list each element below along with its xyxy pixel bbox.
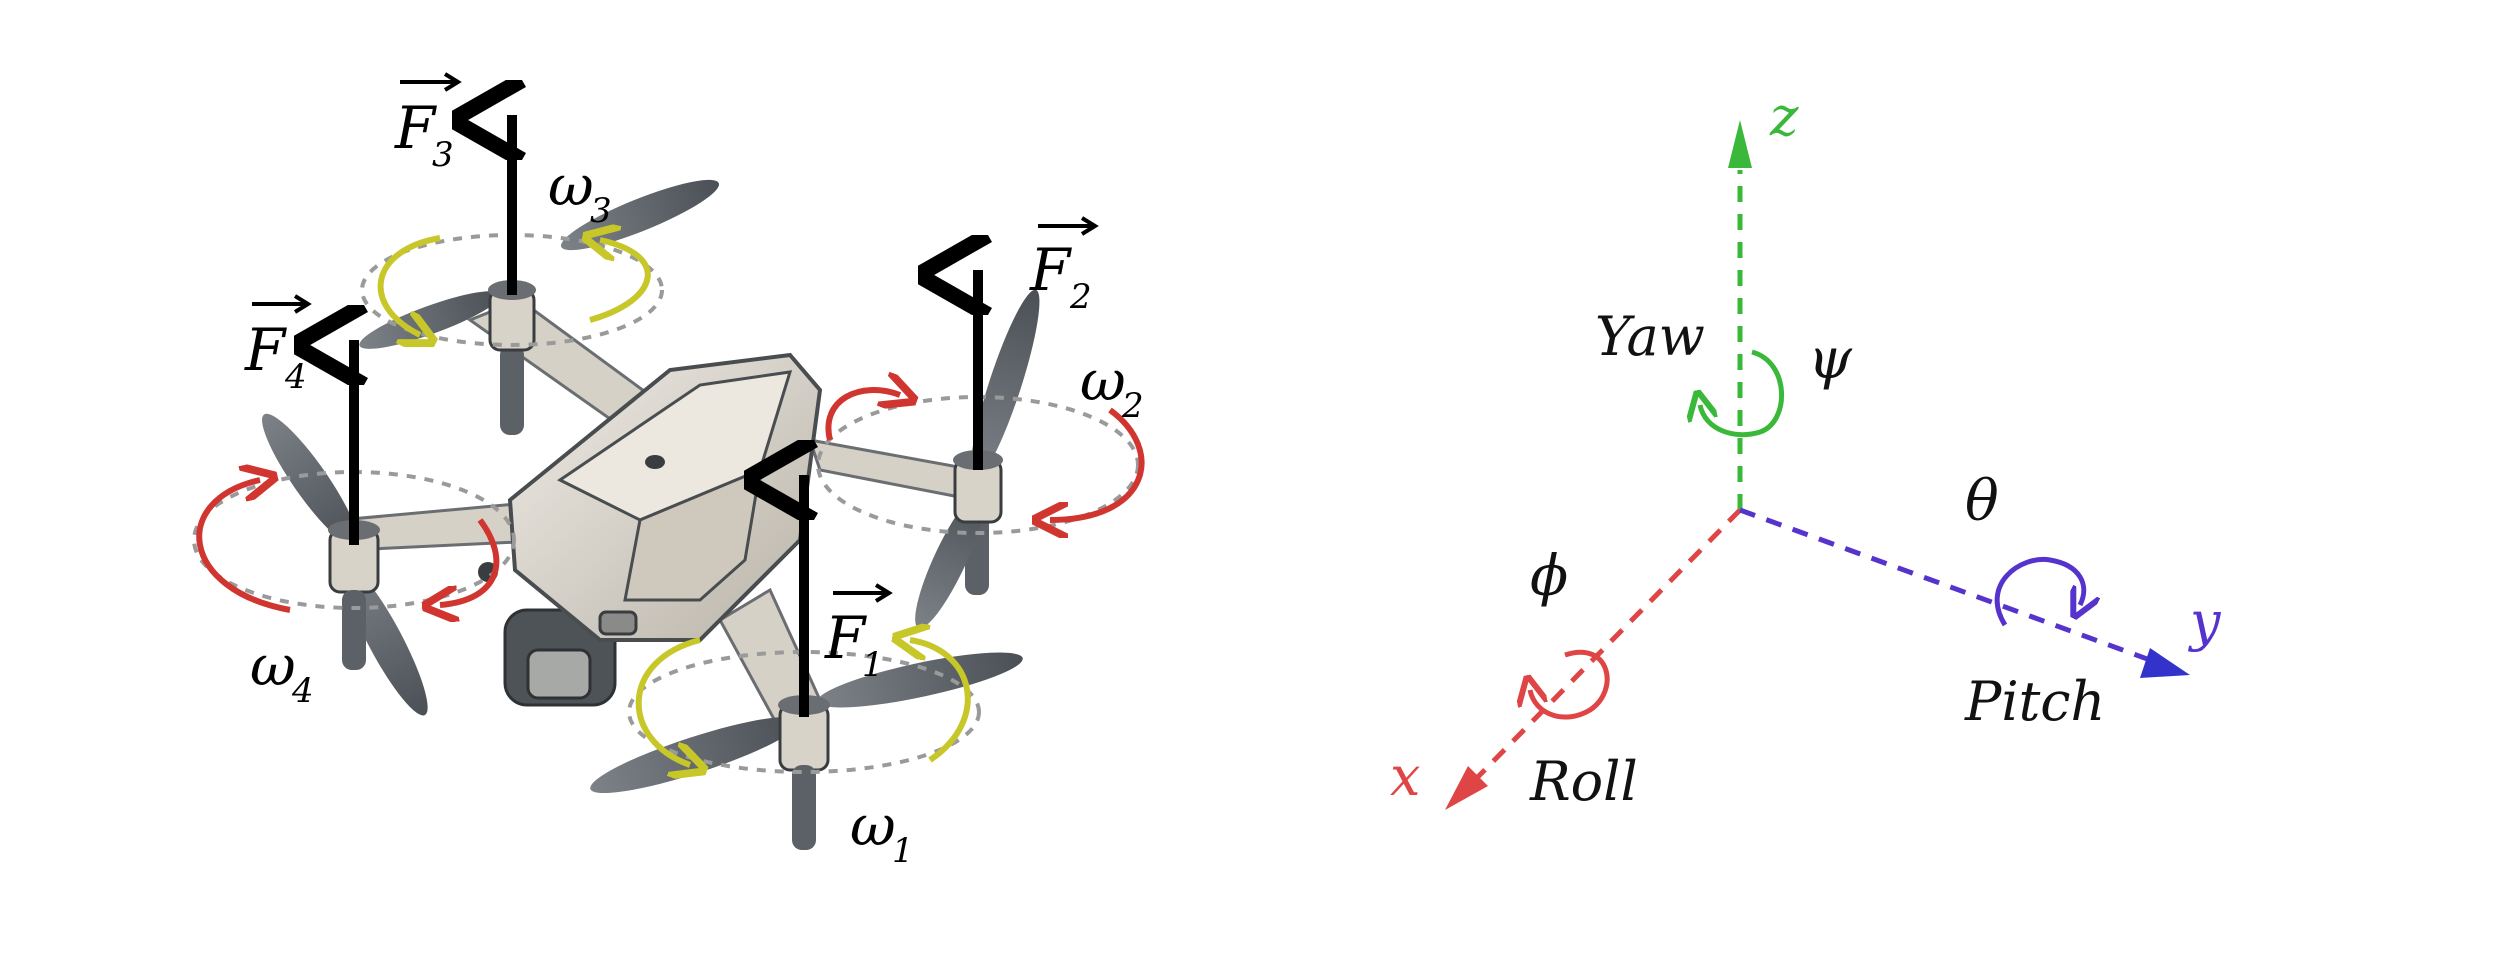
vector-arrow-icon — [833, 583, 893, 603]
z-arrowhead-icon — [1728, 120, 1752, 168]
y-arrowhead-icon — [2140, 648, 2190, 678]
yaw-label: Yaw — [1595, 305, 1705, 368]
speed-subscript: 4 — [291, 671, 314, 711]
speed-symbol: ω — [850, 794, 896, 859]
vector-arrow-icon — [252, 294, 312, 314]
force-label-3: F 3 — [394, 72, 462, 175]
y-axis-label: y — [2188, 590, 2222, 653]
x-axis-label: x — [1390, 745, 1420, 808]
force-symbol: F — [1029, 236, 1072, 304]
rotation-arrow-2 — [825, 390, 900, 441]
rotation-arrow-4 — [196, 480, 291, 613]
camera-gimbal — [503, 608, 617, 707]
roll-rotation-icon — [1530, 649, 1610, 720]
pitch-angle-symbol: θ — [1965, 469, 1999, 534]
x-axis — [1463, 508, 1742, 792]
y-axis — [1739, 507, 2151, 663]
vector-arrow-icon — [1038, 216, 1099, 236]
force-label-4: F 4 — [244, 294, 312, 397]
rotation-arrow-1b — [910, 640, 971, 763]
roll-label: Roll — [1529, 750, 1638, 813]
rotation-arrow-3b — [590, 240, 651, 323]
speed-symbol: ω — [548, 154, 594, 219]
rotation-arrow-1 — [635, 637, 700, 765]
coordinate-frame: z x y Yaw ψ ϕ Roll θ Pitch — [1390, 85, 2222, 813]
rotation-arrow-2b — [1050, 407, 1145, 520]
speed-label-3: ω 3 — [548, 154, 612, 231]
force-subscript: 2 — [1069, 277, 1092, 317]
speed-label-2: ω 2 — [1080, 349, 1144, 426]
force-subscript: 1 — [862, 645, 884, 685]
rotor-plane-1 — [627, 650, 981, 774]
force-label-2: F 2 — [1029, 216, 1099, 317]
leg — [500, 345, 524, 435]
z-axis-label: z — [1769, 85, 1799, 148]
rotation-arrow-4b — [440, 518, 500, 605]
speed-label-4: ω 4 — [250, 634, 314, 711]
rotor-2 — [915, 289, 1040, 629]
x-arrowhead-icon — [1445, 766, 1488, 810]
drone-illustration: F 3 F 4 F 2 F 1 ω 3 ω 2 ω 4 — [192, 72, 1145, 871]
force-symbol: F — [824, 604, 867, 672]
force-label-1: F 1 — [824, 583, 893, 685]
speed-subscript: 1 — [892, 831, 914, 871]
vector-arrow-icon — [400, 72, 462, 92]
yaw-angle-symbol: ψ — [1808, 327, 1853, 392]
pitch-rotation-icon — [1994, 556, 2084, 627]
speed-subscript: 2 — [1121, 386, 1144, 426]
yaw-rotation-icon — [1700, 349, 1784, 438]
force-symbol: F — [244, 316, 287, 384]
speed-symbol: ω — [250, 634, 296, 699]
drone-body — [478, 352, 823, 642]
force-symbol: F — [394, 94, 437, 162]
roll-angle-symbol: ϕ — [1530, 544, 1568, 609]
force-subscript: 4 — [284, 357, 307, 397]
speed-subscript: 3 — [590, 191, 612, 231]
speed-label-1: ω 1 — [850, 794, 914, 871]
status-light — [645, 455, 665, 469]
force-subscript: 3 — [432, 135, 454, 175]
rotation-arrow-3 — [377, 235, 440, 335]
pitch-label: Pitch — [1964, 670, 2105, 733]
speed-symbol: ω — [1080, 349, 1126, 414]
